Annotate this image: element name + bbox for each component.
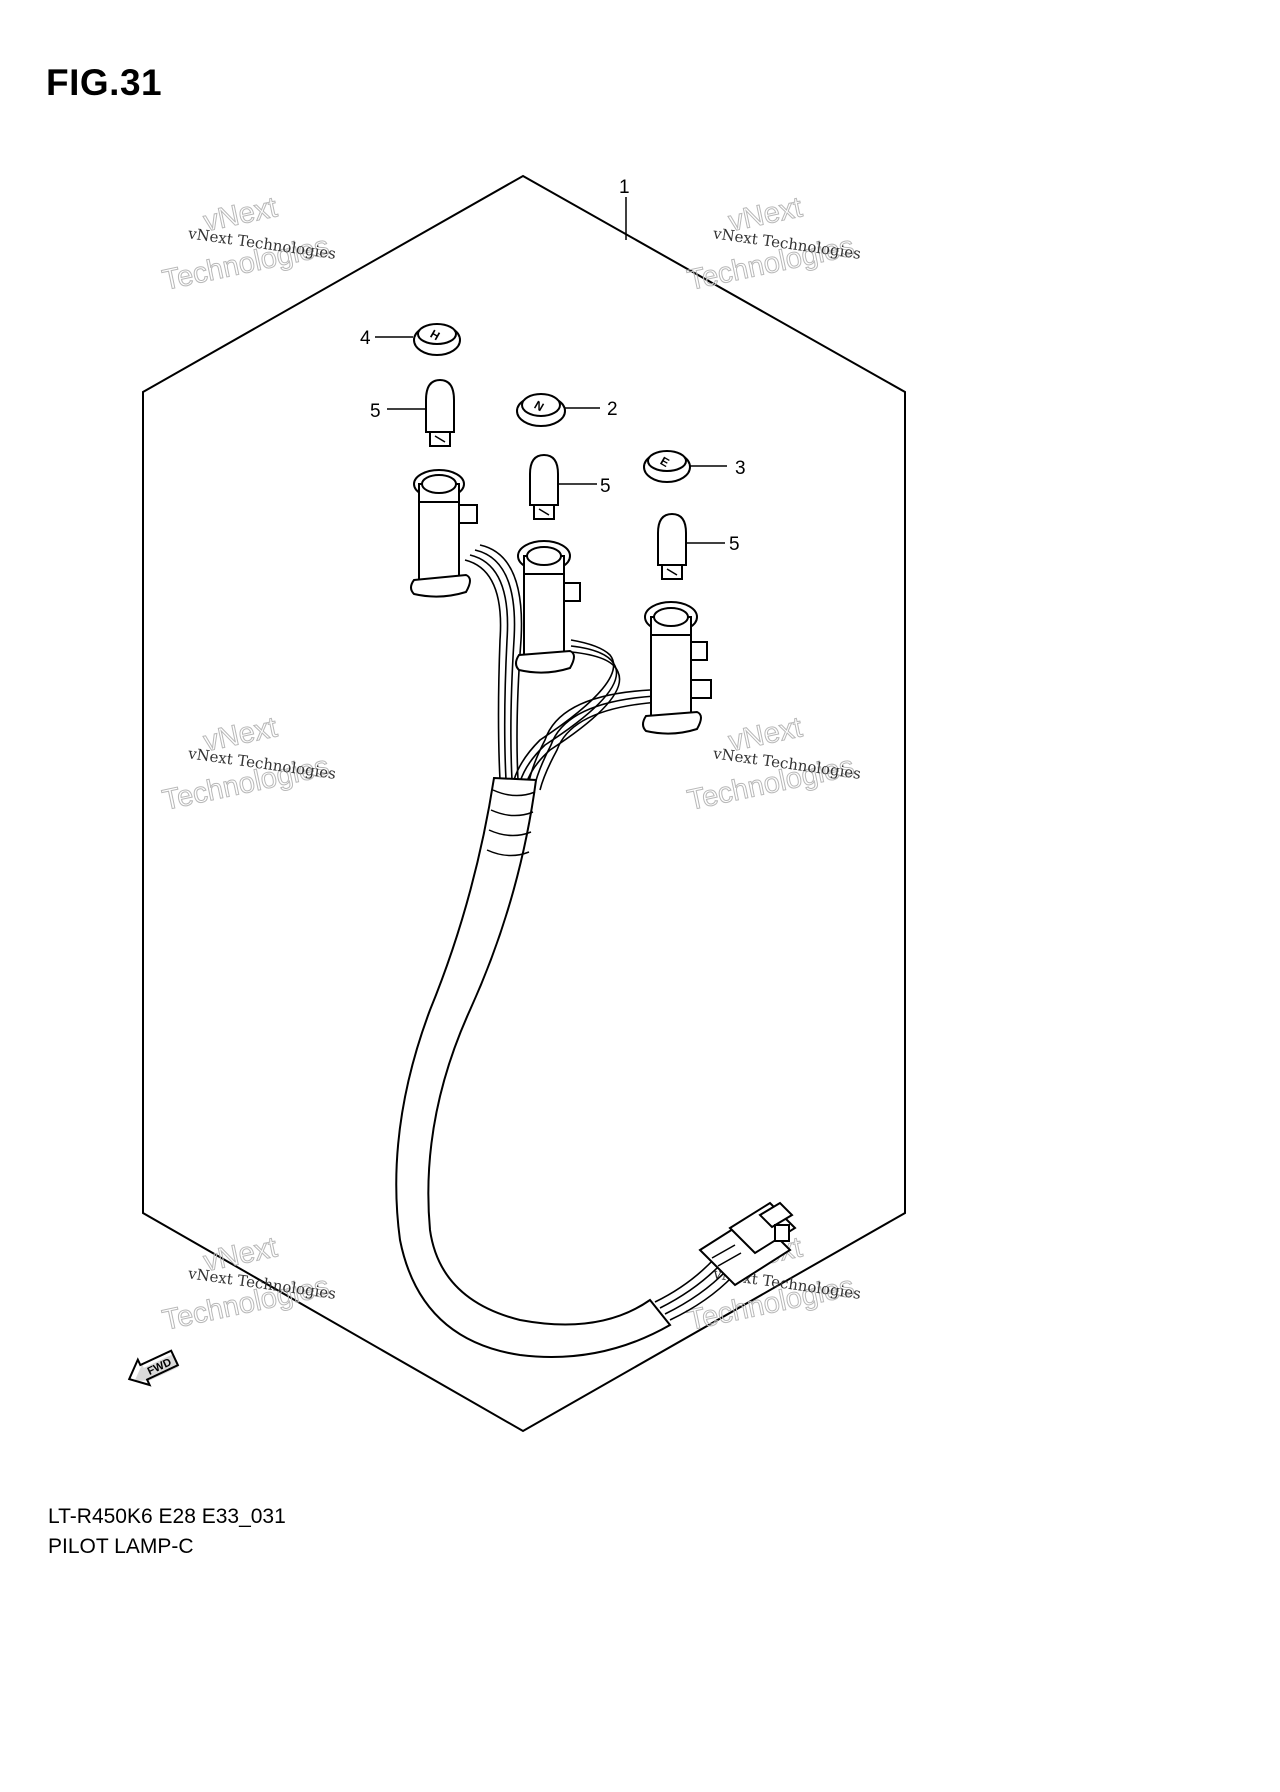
harness-sleeve bbox=[395, 776, 672, 1358]
connector bbox=[698, 1201, 797, 1287]
watermark-bottom-left: vNext Technologies vNext Technologies bbox=[159, 1231, 337, 1337]
socket-left bbox=[410, 469, 478, 598]
assembly-boundary bbox=[142, 174, 906, 1433]
watermark-top-right: vNext Technologies vNext Technologies bbox=[684, 191, 862, 297]
callout-cap-3: 3 bbox=[735, 458, 746, 479]
bulb-5a bbox=[425, 378, 455, 447]
socket-middle bbox=[515, 540, 581, 674]
cap-3: E bbox=[643, 450, 691, 483]
callout-cap-2: 2 bbox=[607, 399, 618, 420]
cap-4: H bbox=[413, 323, 461, 356]
callout-bulb-5b: 5 bbox=[600, 476, 611, 497]
watermark-mid-left: vNext Technologies vNext Technologies bbox=[159, 711, 337, 817]
callout-cap-4: 4 bbox=[360, 328, 371, 349]
wire-bundle bbox=[464, 544, 661, 791]
cap-2: N bbox=[516, 393, 566, 427]
connector-wires bbox=[654, 1257, 734, 1321]
bulb-5b bbox=[529, 453, 559, 520]
socket-right bbox=[642, 601, 712, 735]
watermark-mid-right: vNext Technologies vNext Technologies bbox=[684, 711, 862, 817]
callout-harness: 1 bbox=[619, 177, 630, 198]
fwd-arrow-icon: FWD bbox=[127, 1349, 180, 1387]
callout-bulb-5c: 5 bbox=[729, 534, 740, 555]
part-name: PILOT LAMP-C bbox=[48, 1535, 194, 1558]
watermark-top-left: vNext Technologies vNext Technologies bbox=[159, 191, 337, 297]
harness-sleeve-rings bbox=[486, 789, 536, 857]
figure-title: FIG.31 bbox=[46, 62, 163, 103]
callout-bulb-5a: 5 bbox=[370, 401, 381, 422]
model-code: LT-R450K6 E28 E33_031 bbox=[48, 1505, 286, 1528]
bulb-5c bbox=[657, 512, 687, 580]
